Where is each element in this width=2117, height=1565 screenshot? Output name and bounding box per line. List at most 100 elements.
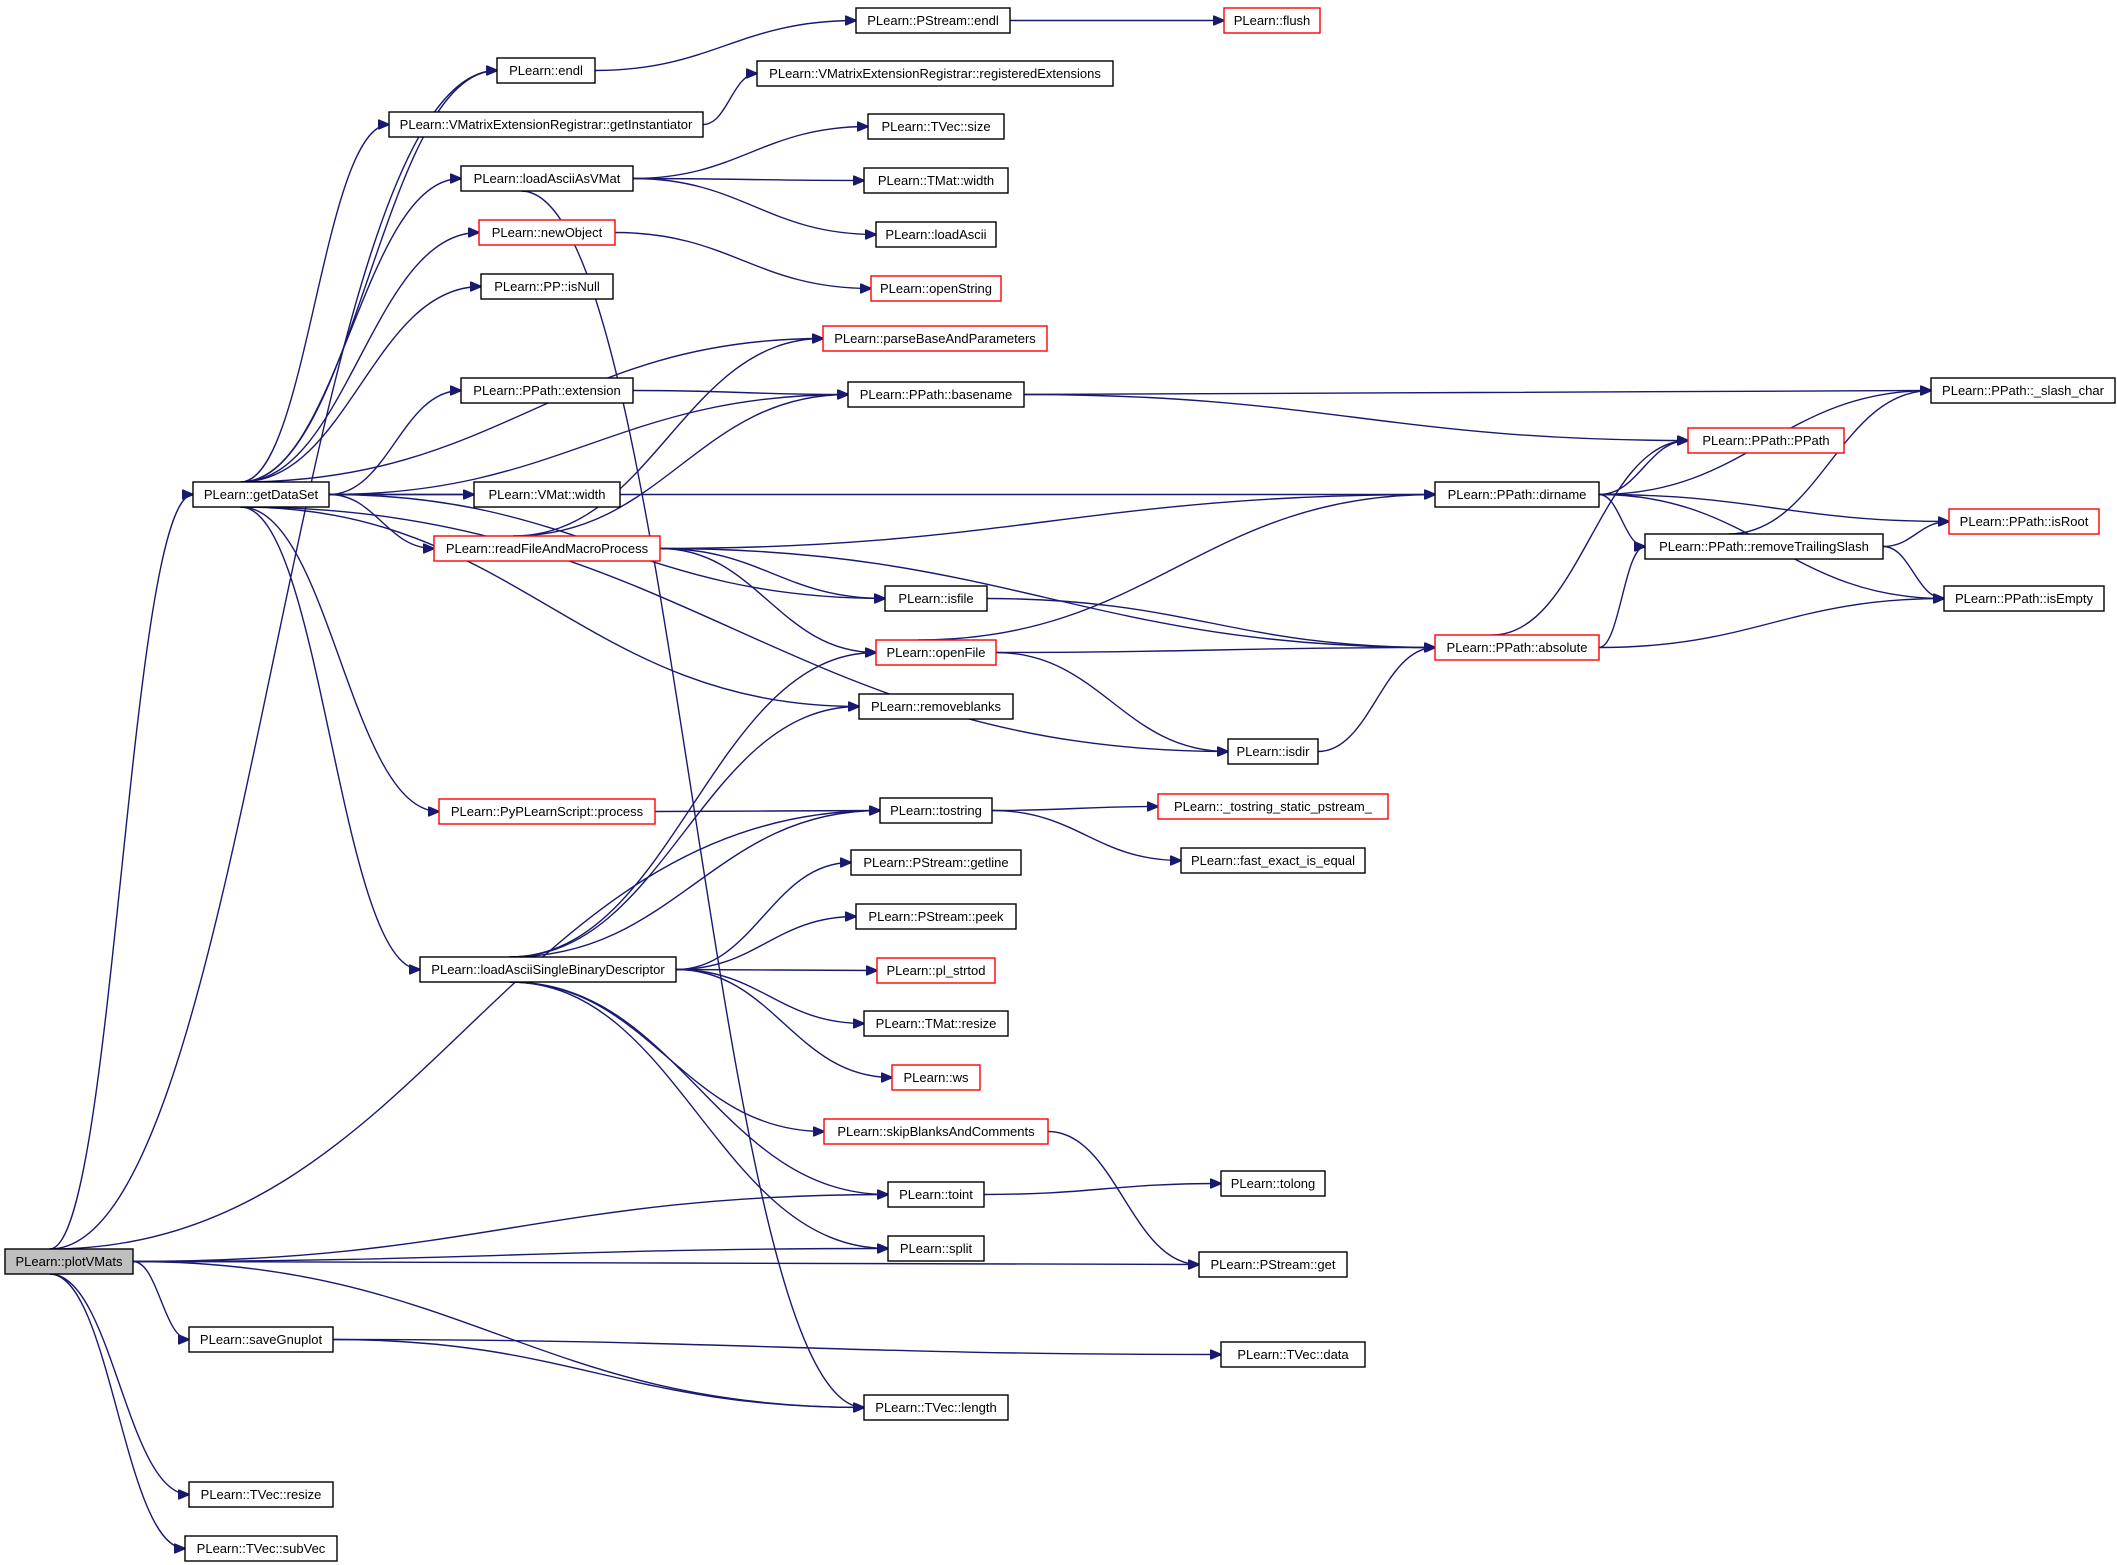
node-box[interactable] (473, 481, 621, 508)
node-slash-char[interactable]: PLearn::PPath::_slash_char (1930, 377, 2116, 404)
node-tolong[interactable]: PLearn::tolong (1220, 1170, 1326, 1197)
node-removetrailingslash[interactable]: PLearn::PPath::removeTrailingSlash (1644, 533, 1884, 560)
node-box[interactable] (863, 1394, 1009, 1421)
node-loadascii[interactable]: PLearn::loadAscii (875, 221, 997, 248)
node-peek[interactable]: PLearn::PStream::peek (855, 903, 1017, 930)
node-getdataset[interactable]: PLearn::getDataSet (192, 481, 330, 508)
node-box[interactable] (855, 903, 1017, 930)
node-getinstantiator[interactable]: PLearn::VMatrixExtensionRegistrar::getIn… (388, 111, 704, 138)
node-box[interactable] (480, 273, 614, 300)
node-box[interactable] (756, 60, 1114, 87)
node-vmatwidth[interactable]: PLearn::VMat::width (473, 481, 621, 508)
node-pstreamget[interactable]: PLearn::PStream::get (1198, 1251, 1348, 1278)
node-isfile[interactable]: PLearn::isfile (884, 585, 988, 612)
node-skipblanksandcomments[interactable]: PLearn::skipBlanksAndComments (823, 1118, 1049, 1145)
node-box[interactable] (1198, 1251, 1348, 1278)
node-box[interactable] (388, 111, 704, 138)
node-box[interactable] (460, 377, 634, 404)
node-box[interactable] (855, 7, 1011, 34)
node-box[interactable] (884, 585, 988, 612)
node-flush[interactable]: PLearn::flush (1223, 7, 1321, 34)
node-box[interactable] (1687, 427, 1845, 454)
node-process[interactable]: PLearn::PyPLearnScript::process (438, 798, 656, 825)
node-box[interactable] (850, 849, 1022, 876)
node-box[interactable] (847, 381, 1025, 408)
node-ws[interactable]: PLearn::ws (891, 1064, 981, 1091)
node-ppisnull[interactable]: PLearn::PP::isNull (480, 273, 614, 300)
node-dirname[interactable]: PLearn::PPath::dirname (1434, 481, 1600, 508)
node-box[interactable] (870, 275, 1002, 302)
node-tostring[interactable]: PLearn::tostring (879, 797, 993, 824)
node-toint[interactable]: PLearn::toint (887, 1181, 985, 1208)
node-box[interactable] (858, 693, 1014, 720)
node-tvecsize[interactable]: PLearn::TVec::size (867, 113, 1005, 140)
node-box[interactable] (1644, 533, 1884, 560)
node-box[interactable] (887, 1181, 985, 1208)
node-endl[interactable]: PLearn::endl (496, 57, 596, 84)
node-openfile[interactable]: PLearn::openFile (875, 639, 997, 666)
node-fast-exact-is-equal[interactable]: PLearn::fast_exact_is_equal (1180, 847, 1366, 874)
node-box[interactable] (863, 1010, 1009, 1037)
node-box[interactable] (1157, 793, 1389, 820)
node-loadasciiasvmat[interactable]: PLearn::loadAsciiAsVMat (460, 165, 634, 192)
node-box[interactable] (863, 167, 1009, 194)
node-plotvmats[interactable]: PLearn::plotVMats (4, 1248, 134, 1275)
node-box[interactable] (460, 165, 634, 192)
node-getline[interactable]: PLearn::PStream::getline (850, 849, 1022, 876)
node-box[interactable] (1227, 738, 1319, 765)
node-pstreamendl[interactable]: PLearn::PStream::endl (855, 7, 1011, 34)
node-box[interactable] (875, 221, 997, 248)
node-isroot[interactable]: PLearn::PPath::isRoot (1948, 508, 2100, 535)
node-openstring[interactable]: PLearn::openString (870, 275, 1002, 302)
node-split[interactable]: PLearn::split (887, 1235, 985, 1262)
node-savegnuplot[interactable]: PLearn::saveGnuplot (188, 1326, 334, 1353)
node-box[interactable] (823, 1118, 1049, 1145)
node-ppathppath[interactable]: PLearn::PPath::PPath (1687, 427, 1845, 454)
node-box[interactable] (419, 956, 677, 983)
node-box[interactable] (188, 1326, 334, 1353)
node-tveclength[interactable]: PLearn::TVec::length (863, 1394, 1009, 1421)
node-box[interactable] (1948, 508, 2100, 535)
node-removeblanks[interactable]: PLearn::removeblanks (858, 693, 1014, 720)
node-box[interactable] (1434, 481, 1600, 508)
node-extension[interactable]: PLearn::PPath::extension (460, 377, 634, 404)
node-box[interactable] (867, 113, 1005, 140)
node-box[interactable] (1180, 847, 1366, 874)
node-isempty[interactable]: PLearn::PPath::isEmpty (1943, 585, 2105, 612)
node-box[interactable] (4, 1248, 134, 1275)
node-box[interactable] (496, 57, 596, 84)
node-newobject[interactable]: PLearn::newObject (478, 219, 616, 246)
node-tvecdata[interactable]: PLearn::TVec::data (1220, 1341, 1366, 1368)
node-absolute[interactable]: PLearn::PPath::absolute (1434, 634, 1600, 661)
node-box[interactable] (875, 639, 997, 666)
node-box[interactable] (184, 1535, 338, 1562)
node-box[interactable] (1220, 1341, 1366, 1368)
node-box[interactable] (822, 325, 1048, 352)
node-box[interactable] (188, 1481, 334, 1508)
node-box[interactable] (192, 481, 330, 508)
node-box[interactable] (891, 1064, 981, 1091)
node-parsebaseandparameters[interactable]: PLearn::parseBaseAndParameters (822, 325, 1048, 352)
node-box[interactable] (876, 957, 996, 984)
node-isdir[interactable]: PLearn::isdir (1227, 738, 1319, 765)
node-box[interactable] (887, 1235, 985, 1262)
node-tvecresize[interactable]: PLearn::TVec::resize (188, 1481, 334, 1508)
node-readfileandmacroprocess[interactable]: PLearn::readFileAndMacroProcess (433, 535, 661, 562)
node-pl-strtod[interactable]: PLearn::pl_strtod (876, 957, 996, 984)
node-box[interactable] (1223, 7, 1321, 34)
node-box[interactable] (1434, 634, 1600, 661)
node-box[interactable] (478, 219, 616, 246)
node-box[interactable] (879, 797, 993, 824)
node-box[interactable] (433, 535, 661, 562)
node-tmatwidth[interactable]: PLearn::TMat::width (863, 167, 1009, 194)
node-box[interactable] (1943, 585, 2105, 612)
node-box[interactable] (438, 798, 656, 825)
node-tostring-static-pstream[interactable]: PLearn::_tostring_static_pstream_ (1157, 793, 1389, 820)
node-registeredextensions[interactable]: PLearn::VMatrixExtensionRegistrar::regis… (756, 60, 1114, 87)
node-box[interactable] (1930, 377, 2116, 404)
node-subvec[interactable]: PLearn::TVec::subVec (184, 1535, 338, 1562)
node-loadasciisinglebinarydescriptor[interactable]: PLearn::loadAsciiSingleBinaryDescriptor (419, 956, 677, 983)
node-tmatresize[interactable]: PLearn::TMat::resize (863, 1010, 1009, 1037)
node-basename[interactable]: PLearn::PPath::basename (847, 381, 1025, 408)
node-box[interactable] (1220, 1170, 1326, 1197)
